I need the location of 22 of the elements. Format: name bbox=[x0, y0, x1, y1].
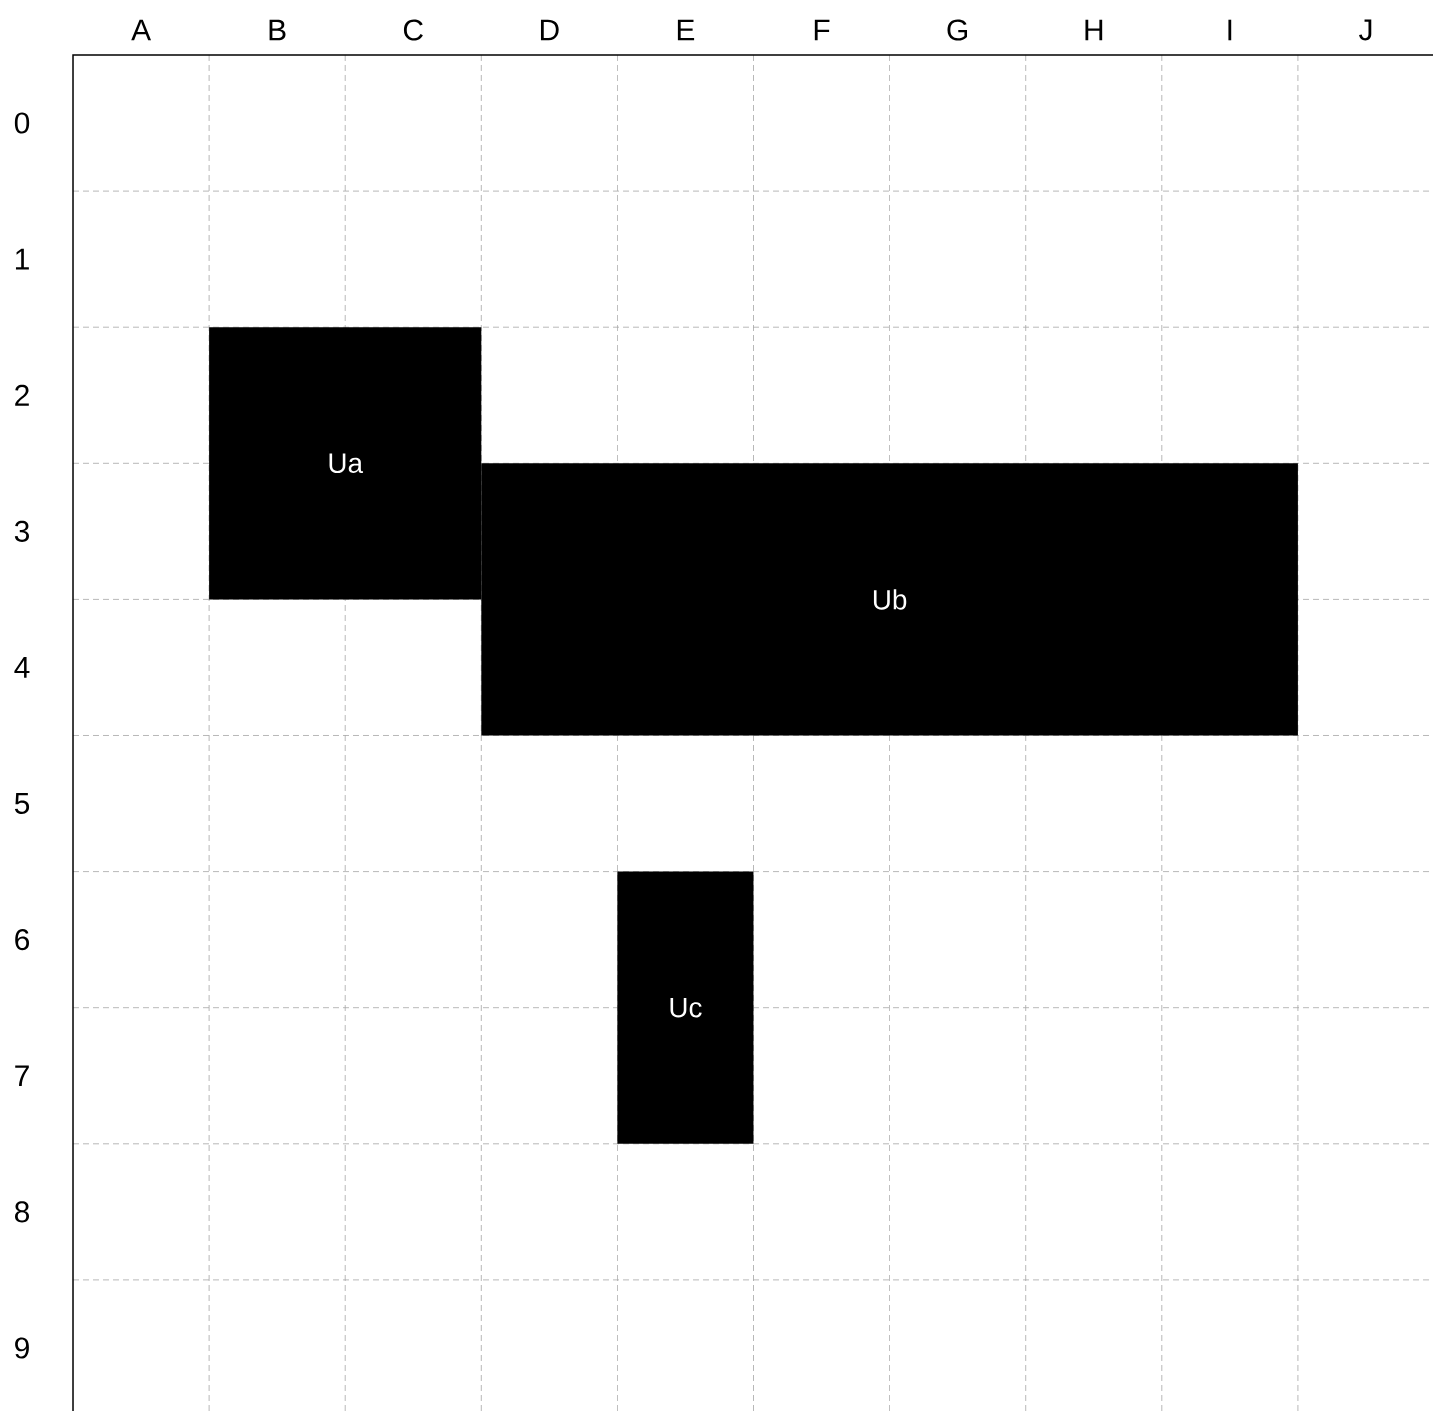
row-label: 4 bbox=[14, 657, 30, 678]
column-label: J bbox=[1359, 19, 1372, 41]
row-label: 8 bbox=[15, 1201, 29, 1223]
row-label: 1 bbox=[16, 248, 29, 270]
column-label: E bbox=[677, 19, 695, 41]
row-label: 0 bbox=[14, 112, 30, 134]
row-label: 6 bbox=[15, 929, 29, 951]
column-label: A bbox=[131, 19, 151, 41]
column-label: B bbox=[269, 19, 286, 41]
column-label: D bbox=[540, 19, 559, 41]
unit-block: Ua bbox=[209, 327, 482, 600]
row-label: 5 bbox=[14, 793, 30, 814]
column-label: C bbox=[403, 19, 423, 41]
column-label: F bbox=[814, 19, 830, 41]
column-label: G bbox=[947, 19, 967, 41]
column-label: I bbox=[1228, 19, 1232, 41]
row-label: 7 bbox=[15, 1065, 29, 1087]
row-label: 2 bbox=[15, 384, 29, 406]
row-label: 3 bbox=[14, 520, 29, 542]
column-label: H bbox=[1085, 19, 1103, 41]
row-label: 9 bbox=[15, 1337, 29, 1359]
unit-block: Uc bbox=[617, 871, 754, 1144]
